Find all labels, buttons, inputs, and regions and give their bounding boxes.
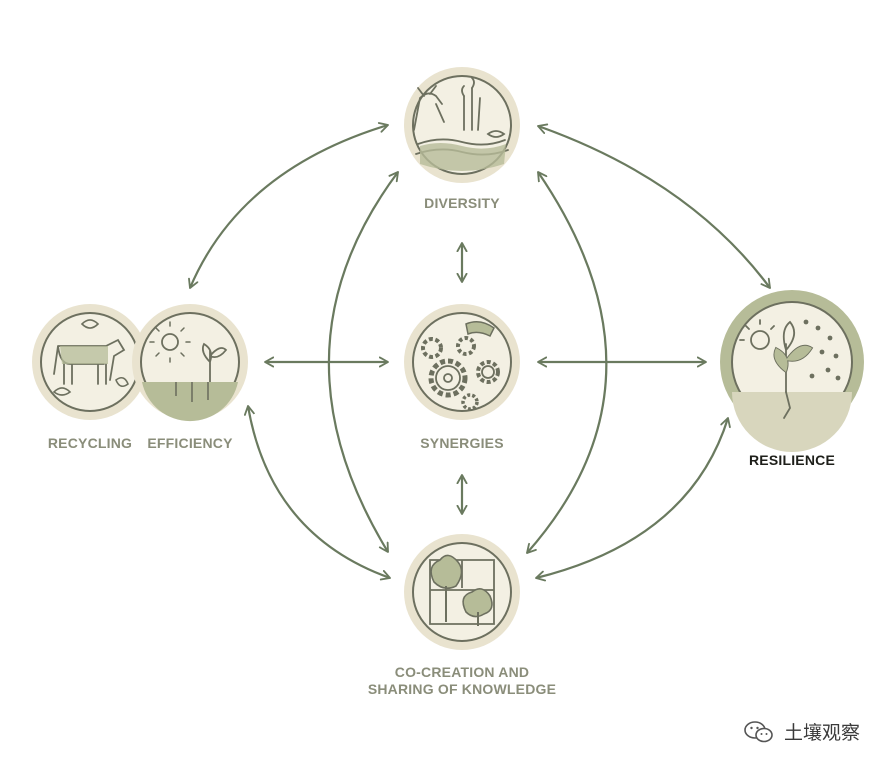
watermark: 土壤观察 — [744, 718, 860, 745]
gears-icon — [404, 304, 520, 420]
cocreation-label-line2: SHARING OF KNOWLEDGE — [367, 681, 557, 697]
recycling-label: RECYCLING — [47, 435, 133, 451]
arrow-resilience-cocreation — [535, 417, 731, 582]
connection-arrows — [188, 122, 771, 582]
resilience-label: RESILIENCE — [748, 452, 835, 468]
cow-leaves-icon — [32, 304, 148, 420]
watermark-text: 土壤观察 — [783, 722, 860, 744]
arrow-diversity-resilience — [537, 123, 771, 289]
synergies-label: SYNERGIES — [420, 435, 504, 451]
arrow-efficiency-cocreation — [243, 405, 391, 581]
tree-puzzle-icon — [404, 534, 520, 650]
wechat-icon — [744, 720, 773, 742]
diversity-label: DIVERSITY — [424, 195, 500, 211]
sun-seedlings-icon — [132, 304, 248, 422]
cocreation-label-line1: CO-CREATION AND — [394, 664, 530, 680]
efficiency-label: EFFICIENCY — [147, 435, 233, 451]
plant-sun-rain-icon — [720, 290, 864, 452]
arrow-diversity-efficiency — [188, 122, 389, 289]
diversity-icon — [404, 67, 520, 183]
